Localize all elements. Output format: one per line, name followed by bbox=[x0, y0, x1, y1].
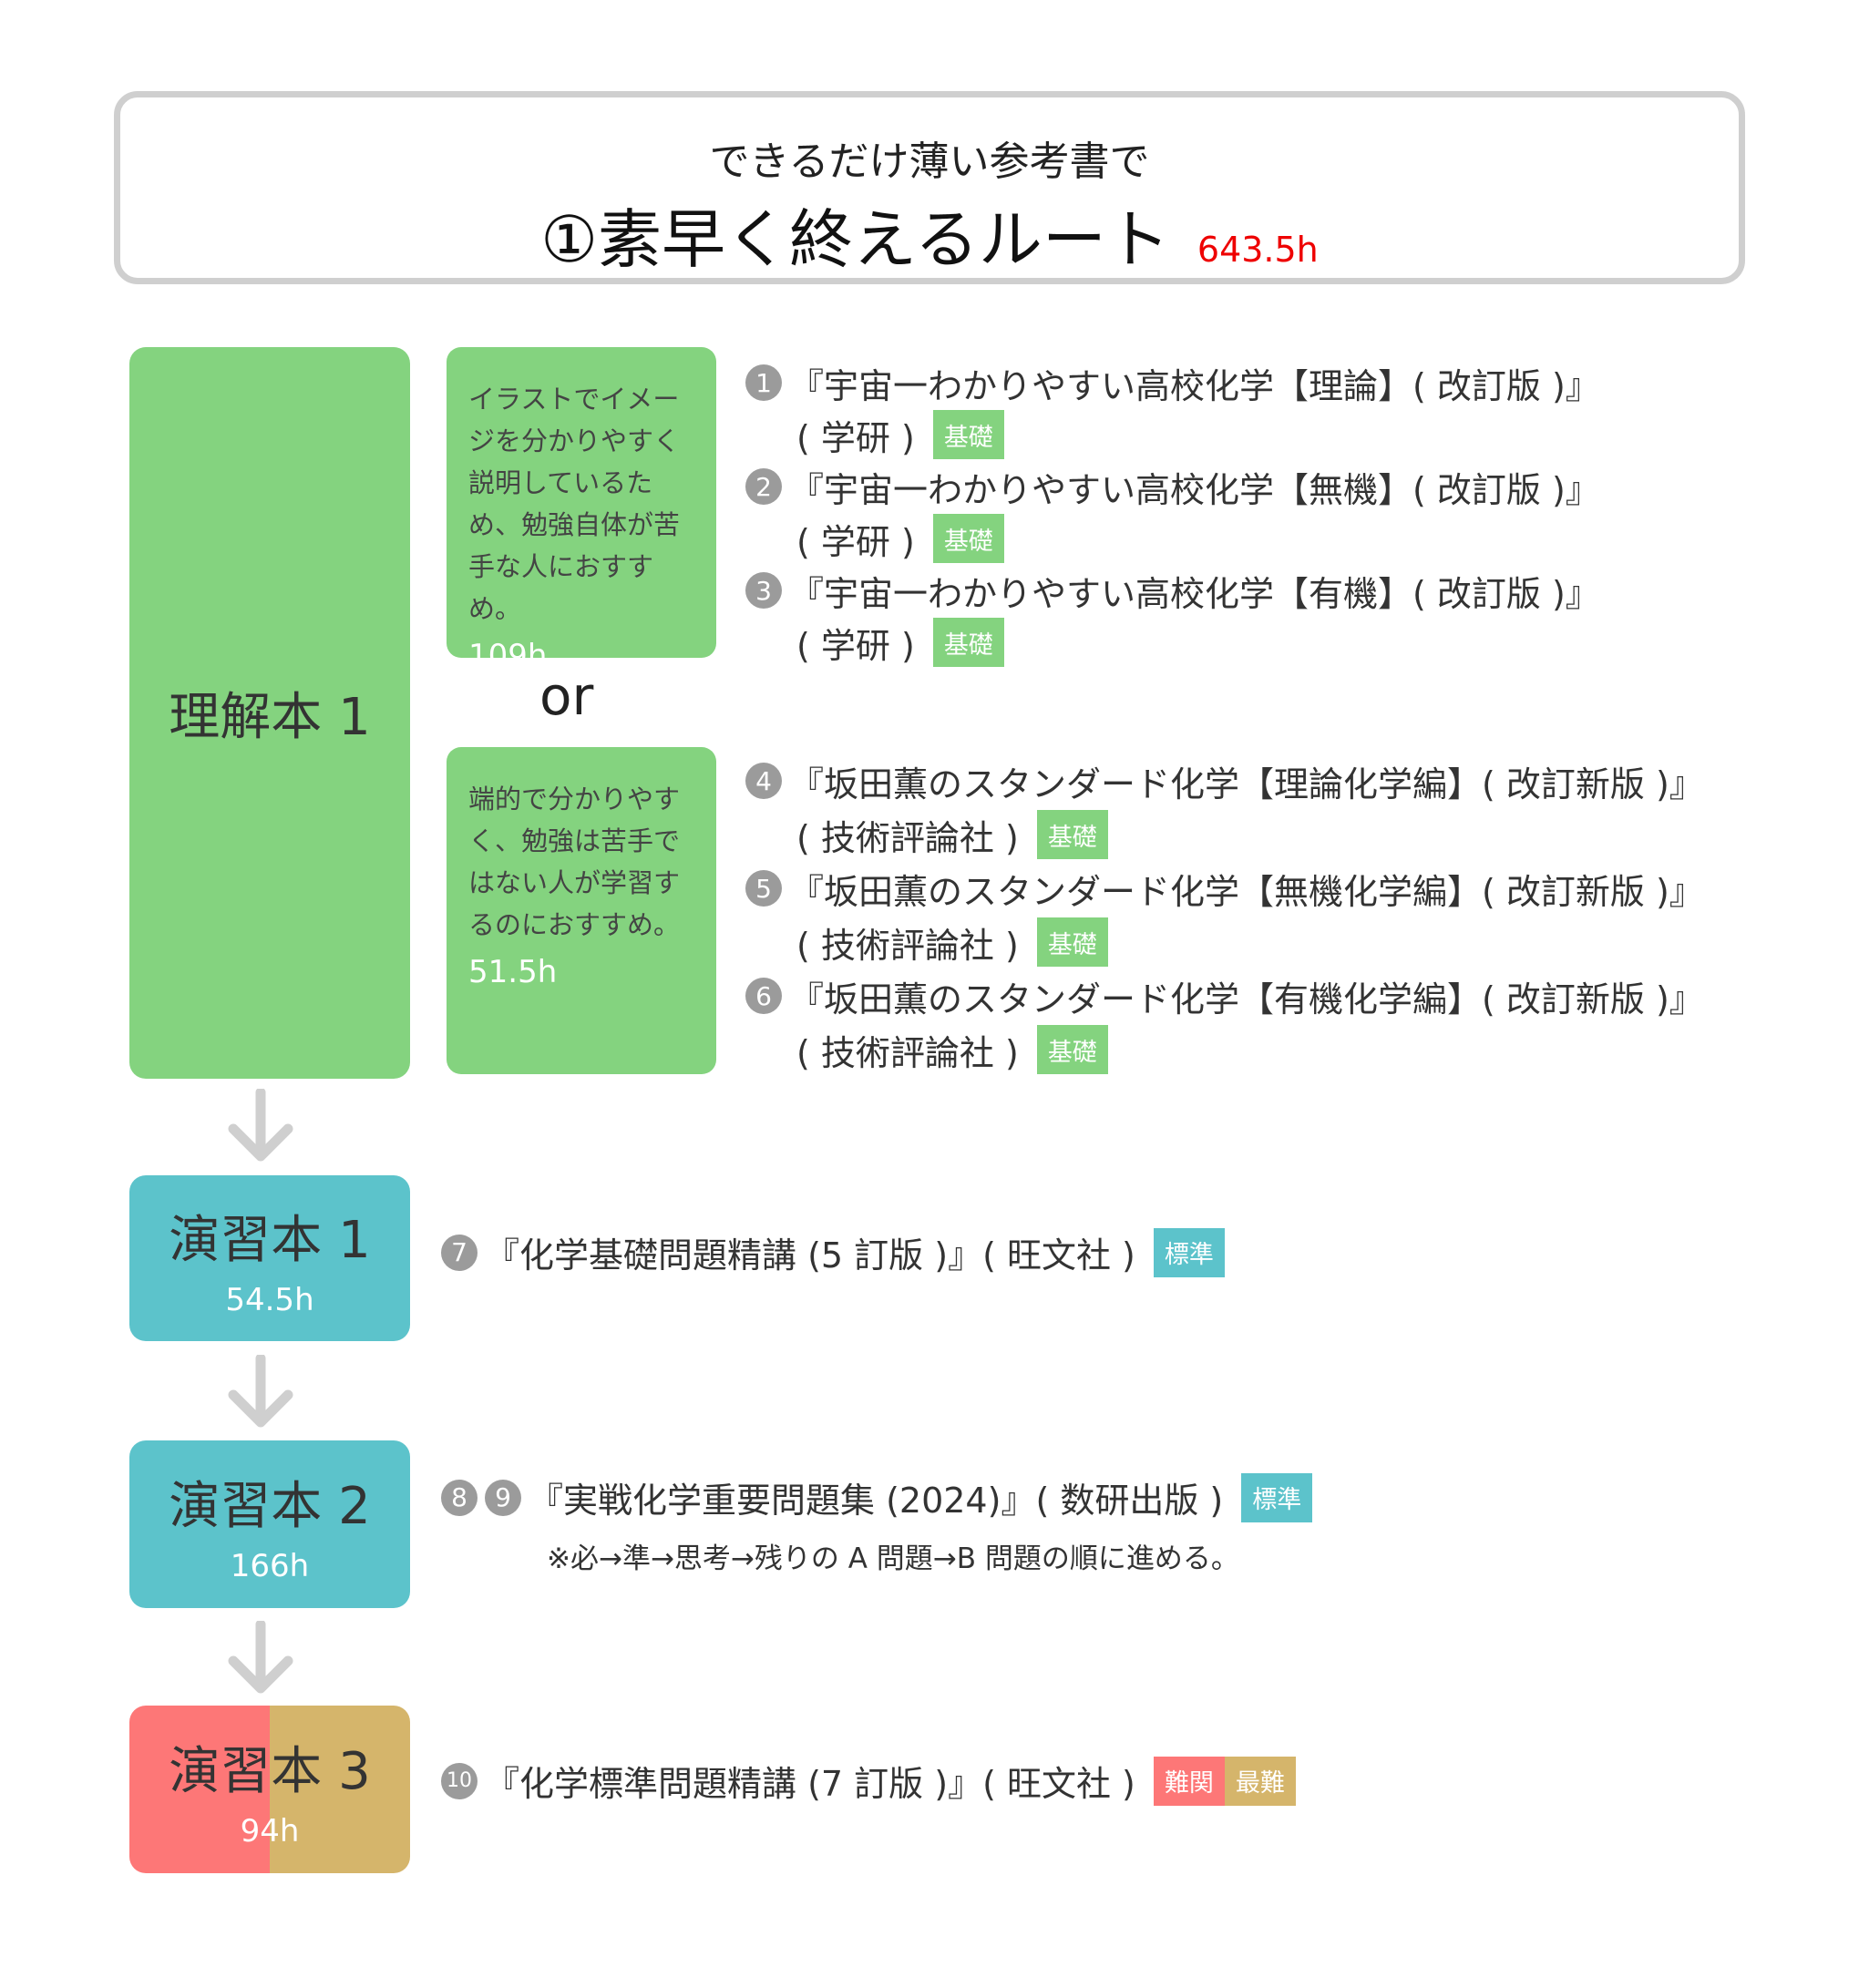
book-name: 『坂田薫のスタンダード化学【有機化学編】( 改訂新版 )』 bbox=[789, 979, 1704, 1020]
book-publisher: ( 学研 ) 基礎 bbox=[745, 512, 1600, 565]
level-badge: 基礎 bbox=[1036, 917, 1108, 967]
stage-understanding-1: 理解本 1 bbox=[129, 347, 410, 1079]
publisher: ( 技術評論社 ) bbox=[796, 925, 1019, 966]
stage-label: 理解本 1 bbox=[169, 688, 371, 747]
book-name: 『宇宙一わかりやすい高校化学【有機】( 改訂版 )』 bbox=[789, 573, 1600, 614]
publisher: ( 学研 ) bbox=[796, 625, 915, 666]
option-hours: 51.5h bbox=[468, 954, 558, 990]
number-badge: 5 bbox=[745, 870, 782, 907]
option-desc: 端的で分かりやすく、勉強は苦手ではない人が学習するのにおすすめ。 bbox=[468, 784, 681, 940]
stage-hours: 94h bbox=[240, 1812, 300, 1850]
book-title: 3『宇宙一わかりやすい高校化学【有機】( 改訂版 )』 bbox=[745, 565, 1600, 616]
down-arrow-icon bbox=[228, 1355, 293, 1428]
number-badge: 2 bbox=[745, 468, 782, 505]
study-order-note: ※必→準→思考→残りの A 問題→B 問題の順に進める。 bbox=[547, 1542, 1239, 1575]
book-name: 『化学標準問題精講 (7 訂版 )』( 旺文社 ) bbox=[485, 1764, 1135, 1804]
total-hours: 643.5h bbox=[1197, 230, 1319, 270]
book-name: 『化学基礎問題精講 (5 訂版 )』( 旺文社 ) bbox=[485, 1235, 1135, 1276]
level-badge: 標準 bbox=[1153, 1227, 1225, 1277]
number-badge: 6 bbox=[745, 978, 782, 1014]
level-badge: 基礎 bbox=[932, 618, 1004, 667]
book-publisher: ( 技術評論社 ) 基礎 bbox=[745, 1022, 1704, 1077]
book-name: 『坂田薫のスタンダード化学【無機化学編】( 改訂新版 )』 bbox=[789, 871, 1704, 912]
option-b-note: 端的で分かりやすく、勉強は苦手ではない人が学習するのにおすすめ。 51.5h bbox=[447, 747, 716, 1074]
publisher: ( 学研 ) bbox=[796, 417, 915, 458]
number-badge: 7 bbox=[441, 1234, 478, 1271]
level-badge: 基礎 bbox=[1036, 1025, 1108, 1074]
down-arrow-icon bbox=[228, 1621, 293, 1694]
book-title: 4『坂田薫のスタンダード化学【理論化学編】( 改訂新版 )』 bbox=[745, 754, 1704, 807]
number-badge: 1 bbox=[745, 364, 782, 401]
book-name: 『坂田薫のスタンダード化学【理論化学編】( 改訂新版 )』 bbox=[789, 763, 1704, 804]
book-publisher: ( 学研 ) 基礎 bbox=[745, 616, 1600, 669]
stage-label: 演習本 3 bbox=[169, 1741, 371, 1801]
stage-hours: 166h bbox=[230, 1547, 310, 1584]
stage-practice-3: 演習本 3 94h bbox=[129, 1706, 410, 1873]
header-subtitle: できるだけ薄い参考書で bbox=[709, 138, 1150, 185]
number-badge: 4 bbox=[745, 763, 782, 799]
publisher: ( 技術評論社 ) bbox=[796, 817, 1019, 858]
header-title: ①素早く終えるルート 643.5h bbox=[120, 189, 1739, 281]
number-badge: 9 bbox=[485, 1479, 521, 1516]
level-badge: 基礎 bbox=[932, 410, 1004, 459]
book-title: 1『宇宙一わかりやすい高校化学【理論】( 改訂版 )』 bbox=[745, 357, 1600, 408]
stage-hours: 54.5h bbox=[225, 1281, 314, 1318]
book-publisher: ( 技術評論社 ) 基礎 bbox=[745, 915, 1704, 969]
down-arrow-icon bbox=[228, 1089, 293, 1162]
book-publisher: ( 学研 ) 基礎 bbox=[745, 408, 1600, 461]
number-badge: 3 bbox=[745, 572, 782, 609]
level-badge: 最難 bbox=[1224, 1756, 1296, 1806]
book-name: 『宇宙一わかりやすい高校化学【理論】( 改訂版 )』 bbox=[789, 365, 1600, 406]
stage-label: 演習本 1 bbox=[169, 1210, 371, 1270]
option-a-books: 1『宇宙一わかりやすい高校化学【理論】( 改訂版 )』 ( 学研 )基礎 2『宇… bbox=[745, 357, 1600, 669]
book-name: 『実戦化学重要問題集 (2024)』( 数研出版 ) bbox=[529, 1481, 1224, 1521]
route-title: ①素早く終えるルート bbox=[540, 202, 1170, 277]
book-7: 7『化学基礎問題精講 (5 訂版 )』( 旺文社 ) 標準 bbox=[441, 1227, 1225, 1277]
level-badge: 標準 bbox=[1241, 1472, 1313, 1522]
book-title: 5『坂田薫のスタンダード化学【無機化学編】( 改訂新版 )』 bbox=[745, 862, 1704, 915]
stage-label: 演習本 2 bbox=[169, 1476, 371, 1536]
number-badge: 10 bbox=[441, 1762, 478, 1799]
route-header: できるだけ薄い参考書で ①素早く終えるルート 643.5h bbox=[114, 91, 1745, 284]
book-title: 2『宇宙一わかりやすい高校化学【無機】( 改訂版 )』 bbox=[745, 461, 1600, 512]
level-badge: 難関 bbox=[1153, 1756, 1225, 1806]
book-name: 『宇宙一わかりやすい高校化学【無機】( 改訂版 )』 bbox=[789, 469, 1600, 510]
or-label: or bbox=[539, 665, 594, 727]
book-title: 6『坂田薫のスタンダード化学【有機化学編】( 改訂新版 )』 bbox=[745, 969, 1704, 1022]
option-hours: 109h bbox=[468, 638, 548, 674]
level-badge: 基礎 bbox=[932, 514, 1004, 563]
stage-practice-1: 演習本 1 54.5h bbox=[129, 1175, 410, 1341]
option-a-note: イラストでイメージを分かりやすく説明しているため、勉強自体が苦手な人におすすめ。… bbox=[447, 347, 716, 674]
level-badge: 基礎 bbox=[1036, 810, 1108, 859]
number-badge: 8 bbox=[441, 1479, 478, 1516]
book-10: 10『化学標準問題精講 (7 訂版 )』( 旺文社 ) 難関最難 bbox=[441, 1756, 1296, 1806]
option-b-books: 4『坂田薫のスタンダード化学【理論化学編】( 改訂新版 )』 ( 技術評論社 )… bbox=[745, 754, 1704, 1077]
option-desc: イラストでイメージを分かりやすく説明しているため、勉強自体が苦手な人におすすめ。 bbox=[468, 384, 681, 624]
stage-practice-2: 演習本 2 166h bbox=[129, 1440, 410, 1608]
publisher: ( 技術評論社 ) bbox=[796, 1032, 1019, 1073]
book-publisher: ( 技術評論社 ) 基礎 bbox=[745, 807, 1704, 862]
publisher: ( 学研 ) bbox=[796, 521, 915, 562]
